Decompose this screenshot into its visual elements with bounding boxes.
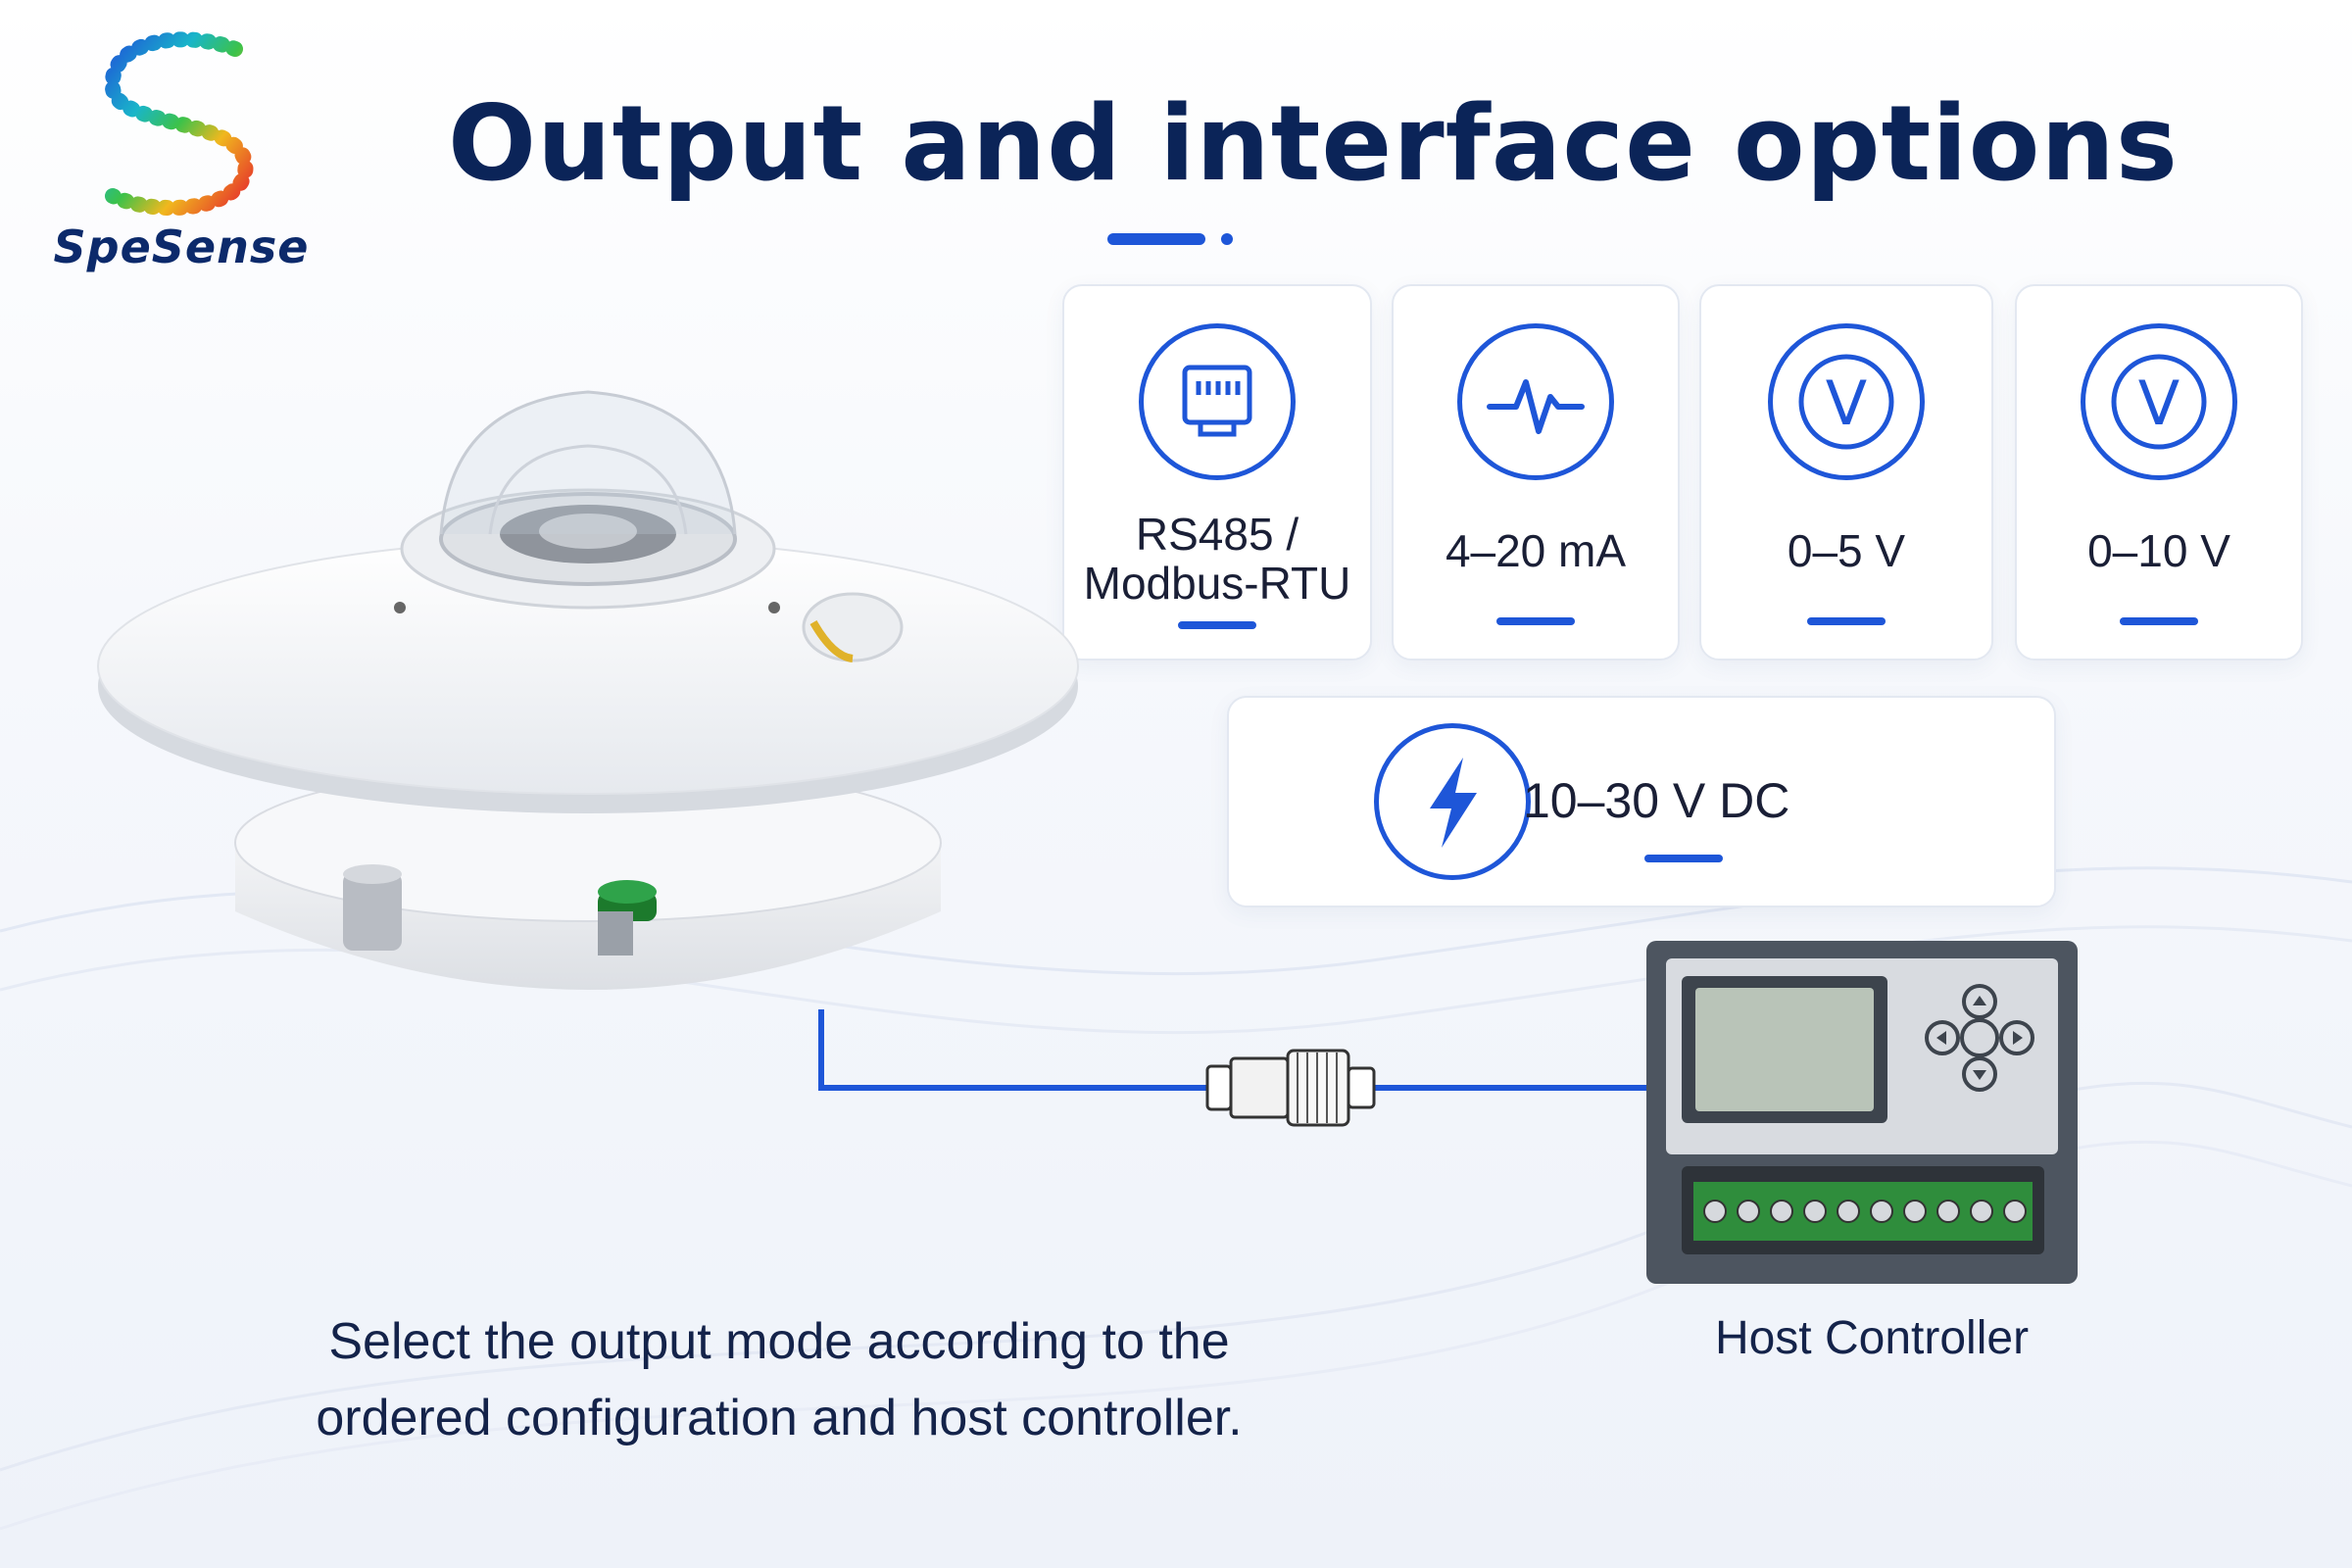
option-label-4-20ma: 4–20 mA — [1445, 525, 1627, 576]
lightning-icon — [1430, 758, 1477, 848]
caption-line-2: ordered configuration and host controlle… — [316, 1390, 1243, 1446]
waveform-icon — [1487, 379, 1585, 434]
power-card: 10–30 V DC — [1227, 696, 2056, 907]
title-underline — [1107, 233, 1205, 245]
power-label: 10–30 V DC — [1523, 773, 1790, 828]
svg-text:V: V — [2138, 368, 2180, 439]
option-bar — [1807, 617, 1886, 625]
option-card-0-10v: V 0–10 V — [2015, 284, 2303, 661]
brand-name: SpeSense — [53, 220, 310, 273]
voltage-icon: V — [2111, 354, 2207, 450]
option-bar — [1178, 621, 1256, 629]
option-card-rs485: RS485 / Modbus-RTU — [1062, 284, 1372, 661]
svg-text:V: V — [1826, 368, 1867, 439]
title-dot — [1221, 233, 1233, 245]
option-label-rs485: RS485 / — [1135, 509, 1299, 560]
voltage-icon: V — [1798, 354, 1894, 450]
option-card-4-20ma: 4–20 mA — [1392, 284, 1680, 661]
option-label-0-5v: 0–5 V — [1787, 525, 1906, 576]
option-bar — [2120, 617, 2198, 625]
pyranometer-sensor-image — [97, 390, 1079, 990]
option-card-0-5v: V 0–5 V — [1699, 284, 1993, 661]
option-label-0-10v: 0–10 V — [2087, 525, 2230, 576]
brand-logo: SpeSense — [39, 20, 323, 274]
ethernet-port-icon — [1182, 365, 1252, 437]
caption: Select the output mode according to the … — [225, 1303, 1333, 1456]
controller-keypad — [1925, 984, 2034, 1092]
spesense-logo-icon — [104, 31, 254, 216]
host-controller-image — [1646, 941, 2078, 1284]
page-title: Output and interface options — [448, 83, 2179, 204]
caption-line-1: Select the output mode according to the — [328, 1313, 1230, 1370]
option-label-modbus: Modbus-RTU — [1083, 558, 1351, 609]
option-bar — [1496, 617, 1575, 625]
power-bar — [1644, 855, 1723, 862]
host-controller-label: Host Controller — [1714, 1312, 2030, 1364]
